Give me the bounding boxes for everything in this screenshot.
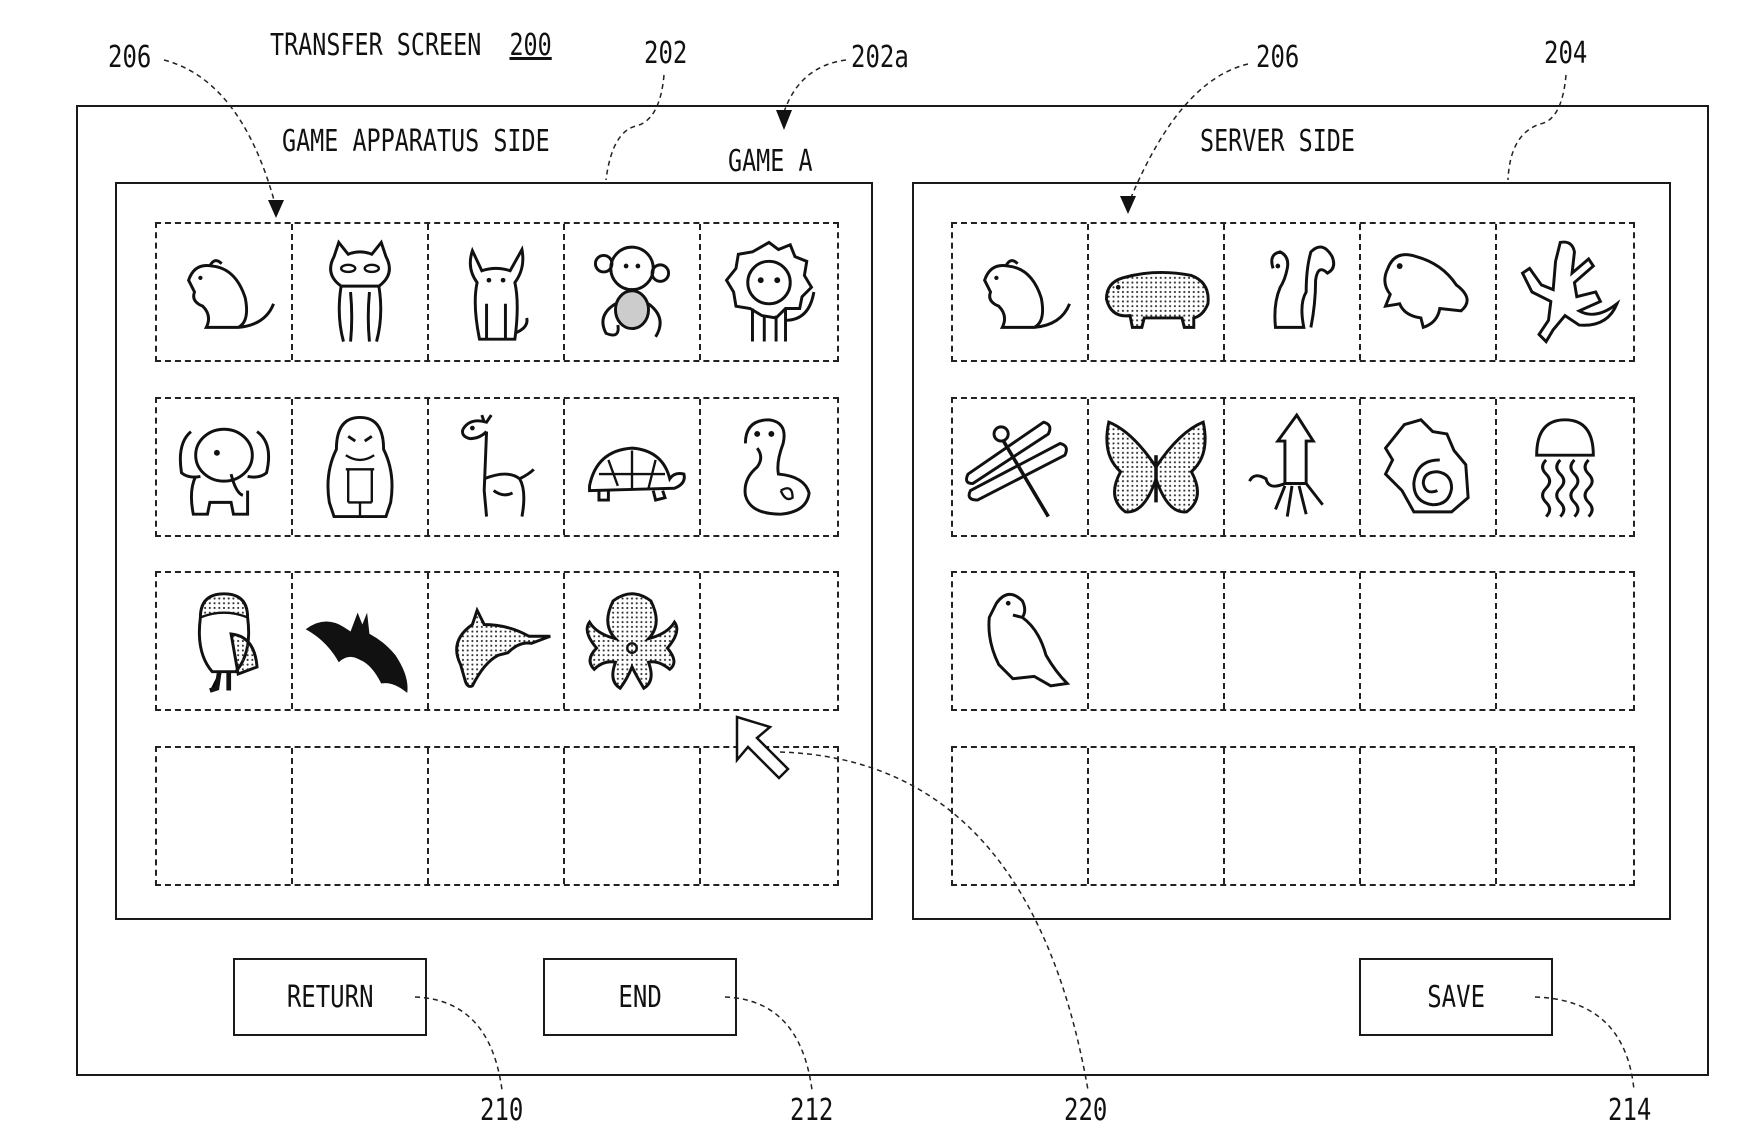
ref-label-220: 220	[1064, 1093, 1108, 1128]
item-slot-dolphin[interactable]	[429, 573, 565, 709]
item-slot-hippo[interactable]	[1089, 224, 1225, 360]
dolphin-icon	[455, 606, 551, 688]
monkey-icon	[593, 245, 671, 338]
item-slot-cat[interactable]	[293, 224, 429, 360]
screen-ref-number: 200	[509, 28, 552, 63]
parrot-icon	[987, 592, 1071, 688]
item-slot-empty[interactable]	[565, 748, 701, 884]
return-button[interactable]: RETURN	[233, 958, 427, 1036]
item-slot-empty[interactable]	[953, 748, 1089, 884]
ref-label-212: 212	[790, 1093, 834, 1128]
item-slot-snake[interactable]	[701, 399, 837, 535]
ref-label-204: 204	[1544, 36, 1588, 71]
snake-icon	[743, 418, 811, 516]
item-slot-empty[interactable]	[1225, 573, 1361, 709]
screen-title: TRANSFER SCREEN 200	[270, 28, 552, 63]
item-slot-squirrel[interactable]	[1225, 224, 1361, 360]
game-name-label: GAME A	[728, 144, 813, 179]
server-item-row-3	[951, 571, 1635, 711]
elephant-icon	[178, 427, 271, 516]
squirrel-icon	[1270, 245, 1336, 329]
shell-icon	[1383, 418, 1470, 514]
jellyfish-icon	[1535, 418, 1595, 518]
ref-label-206-left: 206	[108, 40, 152, 75]
item-slot-chihuahua[interactable]	[429, 224, 565, 360]
item-slot-empty[interactable]	[157, 748, 293, 884]
item-slot-monkey[interactable]	[565, 224, 701, 360]
item-slot-mouse[interactable]	[157, 224, 293, 360]
ref-label-210: 210	[480, 1093, 524, 1128]
octopus-icon	[585, 592, 679, 691]
end-button[interactable]: END	[543, 958, 737, 1036]
item-slot-parrot[interactable]	[953, 573, 1089, 709]
item-slot-gorilla[interactable]	[293, 399, 429, 535]
item-slot-owl[interactable]	[157, 573, 293, 709]
item-slot-lion[interactable]	[701, 224, 837, 360]
game-item-row-2	[155, 397, 839, 537]
item-slot-empty[interactable]	[1361, 748, 1497, 884]
owl-icon	[197, 592, 259, 693]
end-button-label: END	[618, 979, 662, 1015]
dragonfly-icon	[965, 420, 1068, 518]
turtle-icon	[588, 446, 686, 502]
item-slot-empty[interactable]	[1497, 748, 1633, 884]
item-slot-empty[interactable]	[701, 748, 837, 884]
server-item-row-1	[951, 222, 1635, 362]
ref-label-206-right: 206	[1256, 40, 1300, 75]
ref-label-202a: 202a	[851, 40, 909, 75]
mouse-icon	[187, 259, 275, 329]
game-apparatus-side-heading: GAME APPARATUS SIDE	[282, 124, 550, 159]
item-slot-mouse[interactable]	[953, 224, 1089, 360]
item-slot-empty[interactable]	[429, 748, 565, 884]
item-slot-empty[interactable]	[1497, 573, 1633, 709]
lion-icon	[724, 240, 816, 342]
item-slot-octopus[interactable]	[565, 573, 701, 709]
item-slot-empty[interactable]	[293, 748, 429, 884]
save-button[interactable]: SAVE	[1359, 958, 1553, 1036]
item-slot-shell[interactable]	[1361, 399, 1497, 535]
item-slot-empty[interactable]	[1089, 748, 1225, 884]
save-button-label: SAVE	[1427, 979, 1485, 1015]
item-slot-giraffe[interactable]	[429, 399, 565, 535]
squid-icon	[1248, 412, 1324, 517]
item-slot-empty[interactable]	[1361, 573, 1497, 709]
giraffe-icon	[461, 414, 535, 517]
mouse-icon	[983, 259, 1071, 329]
game-item-row-3	[155, 571, 839, 711]
game-item-row-4	[155, 746, 839, 886]
server-side-heading: SERVER SIDE	[1200, 124, 1355, 159]
item-slot-elephant[interactable]	[157, 399, 293, 535]
gorilla-icon	[326, 415, 394, 519]
server-item-row-4	[951, 746, 1635, 886]
item-slot-turtle[interactable]	[565, 399, 701, 535]
chihuahua-icon	[468, 245, 529, 341]
item-slot-dragonfly[interactable]	[953, 399, 1089, 535]
return-button-label: RETURN	[286, 979, 374, 1015]
butterfly-icon	[1105, 420, 1207, 514]
frog-icon	[1383, 253, 1469, 330]
cat-icon	[329, 239, 391, 342]
item-slot-bat[interactable]	[293, 573, 429, 709]
bat-icon	[305, 612, 408, 693]
ref-label-202: 202	[644, 36, 688, 71]
game-item-row-1	[155, 222, 839, 362]
game-apparatus-panel	[115, 182, 873, 920]
hippo-icon	[1104, 270, 1210, 329]
item-slot-butterfly[interactable]	[1089, 399, 1225, 535]
server-item-row-2	[951, 397, 1635, 537]
lizard-icon	[1520, 240, 1621, 344]
ref-label-214: 214	[1608, 1093, 1652, 1128]
item-slot-empty[interactable]	[701, 573, 837, 709]
item-slot-jellyfish[interactable]	[1497, 399, 1633, 535]
item-slot-lizard[interactable]	[1497, 224, 1633, 360]
item-slot-empty[interactable]	[1089, 573, 1225, 709]
item-slot-squid[interactable]	[1225, 399, 1361, 535]
item-slot-frog[interactable]	[1361, 224, 1497, 360]
screen-title-text: TRANSFER SCREEN	[270, 28, 482, 63]
item-slot-empty[interactable]	[1225, 748, 1361, 884]
